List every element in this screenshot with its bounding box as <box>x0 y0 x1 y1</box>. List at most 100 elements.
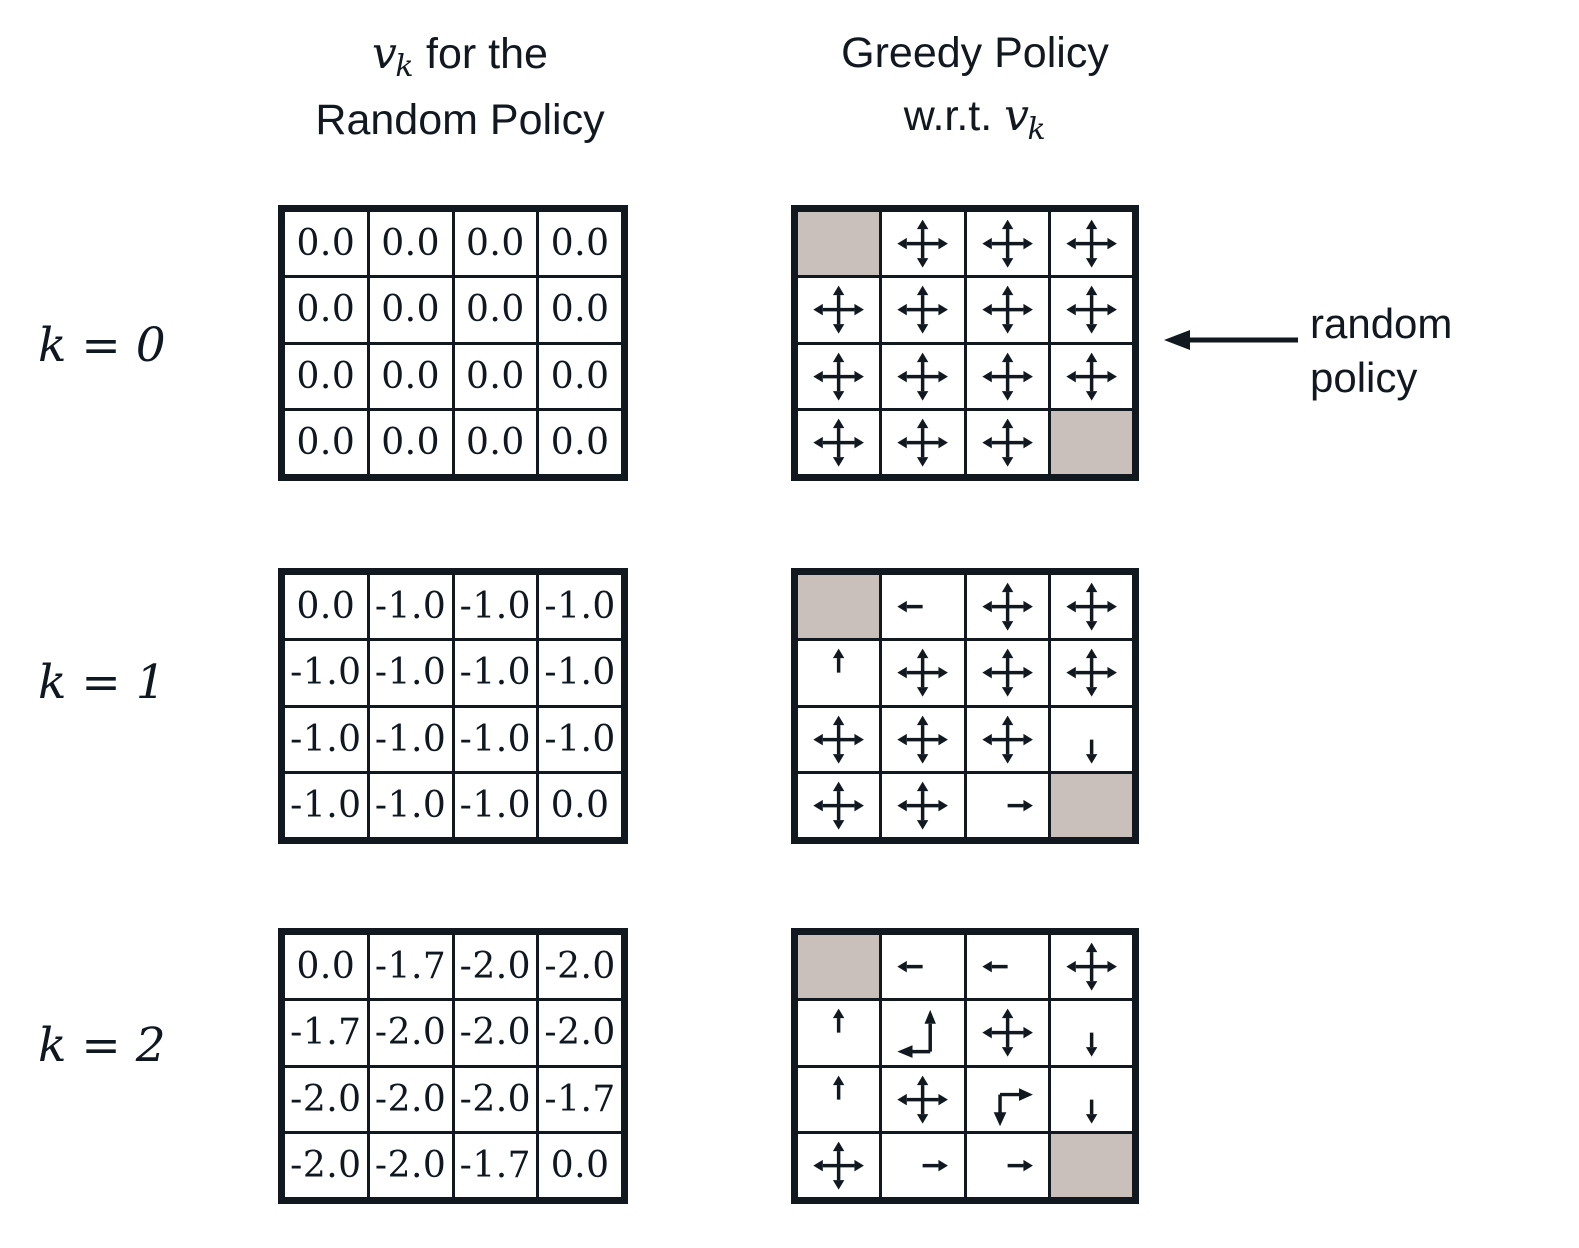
value-text: -1.0 <box>374 718 447 760</box>
value-text: 0.0 <box>296 586 356 628</box>
value-text: -1.7 <box>544 1078 616 1120</box>
value-cell: 0.0 <box>539 278 621 342</box>
value-cell: -1.0 <box>369 773 452 837</box>
value-text: 0.0 <box>296 946 356 988</box>
value-cell: -1.0 <box>539 707 621 771</box>
value-text: -1.0 <box>290 652 362 694</box>
policy-cell <box>1050 278 1132 342</box>
policy-arrow-icon <box>967 1068 1048 1131</box>
policy-grid-k0 <box>791 205 1140 482</box>
value-text: -1.0 <box>374 652 447 694</box>
value-text: -1.0 <box>290 718 362 760</box>
policy-arrow-icon <box>967 411 1048 474</box>
policy-column-header: Greedy Policy w.r.t. vk <box>760 22 1190 151</box>
policy-cell <box>1050 707 1132 771</box>
policy-cell <box>966 278 1048 342</box>
value-text: -1.7 <box>290 1012 362 1054</box>
value-text: -2.0 <box>290 1078 362 1120</box>
policy-cell <box>798 344 880 408</box>
policy-arrow-icon <box>1051 708 1132 771</box>
random-policy-annotation: random policy <box>1310 297 1452 405</box>
value-text: 0.0 <box>296 223 356 265</box>
value-cell: -1.0 <box>454 707 537 771</box>
policy-cell <box>966 410 1048 474</box>
value-text: 0.0 <box>465 355 525 397</box>
policy-cell <box>798 278 880 342</box>
policy-cell <box>966 935 1048 999</box>
value-cell: -2.0 <box>454 1067 537 1131</box>
policy-arrow-icon <box>798 411 879 474</box>
policy-arrow-icon <box>882 1001 963 1064</box>
policy-cell <box>966 575 1048 639</box>
value-cell: 0.0 <box>539 410 621 474</box>
policy-cell <box>1050 1001 1132 1065</box>
policy-arrow-icon <box>798 345 879 408</box>
value-cell: -1.0 <box>539 641 621 705</box>
value-text: -1.0 <box>374 586 447 628</box>
policy-cell <box>798 1001 880 1065</box>
values-header-rest: for the <box>414 30 548 78</box>
policy-cell <box>1050 1067 1132 1131</box>
value-cell: -1.0 <box>285 707 367 771</box>
value-text: 0.0 <box>465 421 525 463</box>
policy-arrow-icon <box>798 1068 879 1131</box>
value-cell: 0.0 <box>285 575 367 639</box>
policy-arrow-icon <box>798 278 879 341</box>
policy-cell <box>798 410 880 474</box>
value-text: -1.0 <box>459 652 532 694</box>
policy-cell <box>882 707 964 771</box>
value-grid-k1: 0.0-1.0-1.0-1.0-1.0-1.0-1.0-1.0-1.0-1.0-… <box>278 568 629 845</box>
annotation-line2: policy <box>1310 353 1418 401</box>
value-cell: -1.0 <box>454 641 537 705</box>
value-text: -1.0 <box>544 718 616 760</box>
value-text: -1.0 <box>290 784 362 826</box>
values-column-header: vk for the Random Policy <box>245 22 675 151</box>
k-label-2: k = 2 <box>38 1018 166 1073</box>
value-text: -2.0 <box>544 946 616 988</box>
value-text: 0.0 <box>296 289 356 331</box>
value-cell: -1.0 <box>539 575 621 639</box>
value-text: 0.0 <box>550 421 610 463</box>
value-cell: 0.0 <box>454 278 537 342</box>
value-text: 0.0 <box>381 421 440 463</box>
policy-arrow-icon <box>882 774 963 837</box>
policy-arrow-icon <box>1051 278 1132 341</box>
value-text: -1.0 <box>544 652 616 694</box>
value-cell: 0.0 <box>369 212 452 276</box>
policy-cell <box>798 773 880 837</box>
value-text: -1.7 <box>459 1144 532 1186</box>
value-text: 0.0 <box>465 289 525 331</box>
policy-cell <box>882 575 964 639</box>
policy-arrow-icon <box>882 935 963 998</box>
k-label-0: k = 0 <box>38 318 166 373</box>
values-header-line1: vk for the <box>245 22 675 89</box>
policy-arrow-icon <box>798 641 879 704</box>
value-cell: 0.0 <box>539 212 621 276</box>
value-cell: 0.0 <box>285 935 367 999</box>
policy-arrow-icon <box>967 212 1048 275</box>
value-cell: 0.0 <box>369 344 452 408</box>
value-text: -1.0 <box>459 586 532 628</box>
policy-arrow-icon <box>882 278 963 341</box>
policy-arrow-icon <box>1051 345 1132 408</box>
value-text: 0.0 <box>550 289 610 331</box>
policy-arrow-icon <box>1051 641 1132 704</box>
value-cell: 0.0 <box>285 278 367 342</box>
terminal-cell <box>798 212 880 276</box>
policy-arrow-icon <box>967 1134 1048 1197</box>
value-cell: -1.0 <box>285 641 367 705</box>
value-text: -1.0 <box>459 784 532 826</box>
value-cell: -2.0 <box>285 1067 367 1131</box>
value-cell: -2.0 <box>369 1001 452 1065</box>
policy-cell <box>966 1001 1048 1065</box>
policy-arrow-icon <box>798 1134 879 1197</box>
left-arrow-icon <box>1164 330 1298 350</box>
policy-cell <box>882 1133 964 1197</box>
policy-cell <box>1050 935 1132 999</box>
policy-arrow-icon <box>967 575 1048 638</box>
policy-arrow-icon <box>967 641 1048 704</box>
value-cell: -1.7 <box>285 1001 367 1065</box>
value-cell: -2.0 <box>539 1001 621 1065</box>
policy-header-line2: w.r.t. vk <box>760 84 1190 151</box>
